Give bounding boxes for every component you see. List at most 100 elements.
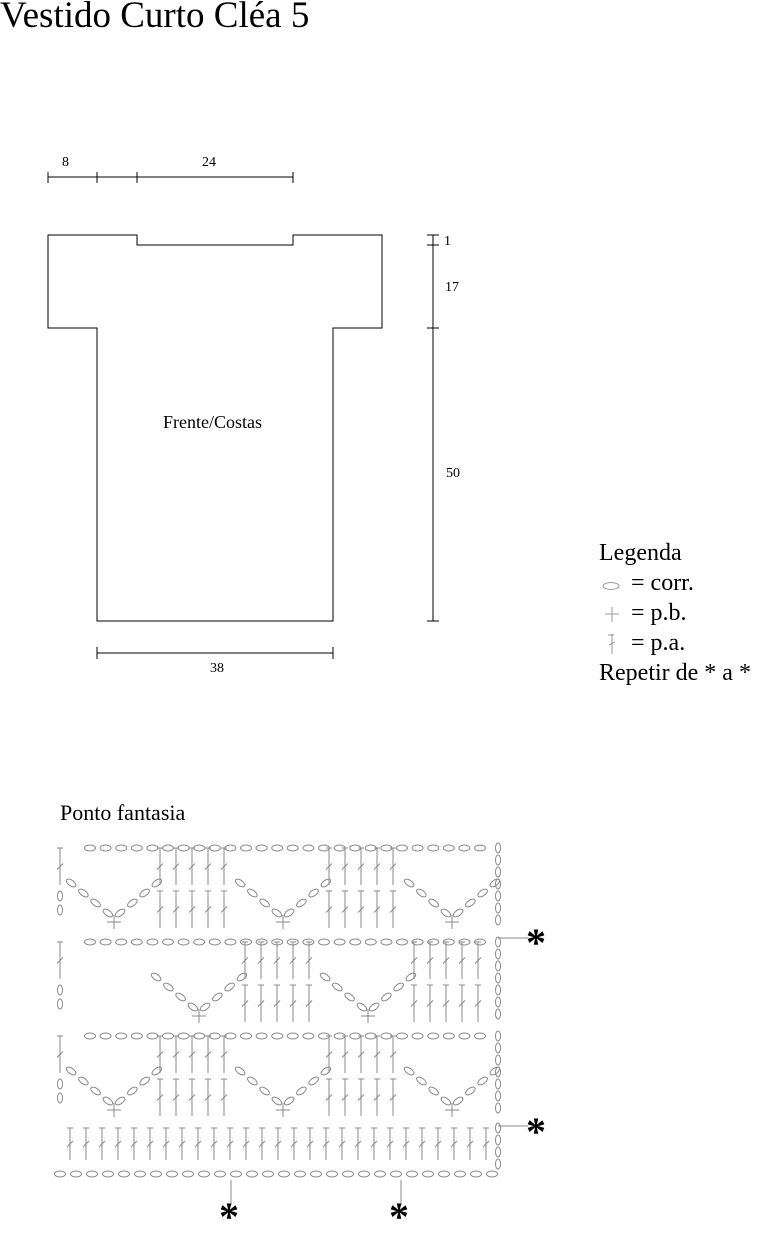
double-crochet-stitch	[386, 1127, 394, 1160]
double-crochet-stitch	[172, 1035, 180, 1073]
chain-stitch	[356, 1002, 368, 1012]
chain-stitch	[54, 1170, 66, 1178]
chain-stitch	[294, 1170, 306, 1178]
chain-stitch	[477, 1076, 488, 1086]
chain-stitch	[396, 844, 408, 852]
chain-stitch	[342, 1170, 354, 1178]
double-crochet-stitch	[188, 890, 196, 928]
chain-stitch	[130, 844, 143, 852]
double-crochet-stitch	[66, 1127, 74, 1160]
double-crochet-stitch	[341, 1078, 349, 1116]
chain-stitch	[390, 1170, 402, 1178]
chain-stitch	[57, 904, 63, 916]
chain-stitch	[393, 982, 404, 992]
chain-stitch	[440, 908, 452, 918]
chain-stitch	[302, 938, 315, 946]
chain-stitch	[271, 844, 284, 852]
double-crochet-stitch	[172, 847, 180, 885]
chain-stitch	[495, 936, 501, 948]
double-crochet-stitch	[458, 984, 466, 1022]
chain-stitch	[495, 1134, 501, 1146]
double-crochet-stitch	[373, 847, 381, 885]
double-crochet-stitch	[373, 1078, 381, 1116]
double-crochet-stitch	[220, 890, 228, 928]
chain-stitch	[236, 972, 248, 982]
double-crochet-stitch	[426, 984, 434, 1022]
chain-stitch	[118, 1170, 130, 1178]
chain-stitch	[255, 844, 268, 852]
chain-stitch	[495, 1054, 501, 1066]
chain-stitch	[381, 992, 392, 1002]
chain-stitch	[296, 1086, 307, 1096]
chain-stitch	[474, 1032, 486, 1040]
chain-stitch	[84, 938, 96, 946]
chain-stitch	[262, 1170, 274, 1178]
garment-schematic: 8 24 1 17 50 38 Frente/Costas	[47, 155, 460, 676]
double-crochet-stitch	[418, 1127, 426, 1160]
double-crochet-stitch	[56, 941, 64, 979]
chain-stitch	[495, 996, 501, 1008]
double-crochet-stitch	[204, 1078, 212, 1116]
chain-stitch	[90, 1086, 101, 1096]
chain-stitch	[115, 844, 128, 852]
double-crochet-stitch	[204, 890, 212, 928]
dim-neck: 24	[202, 155, 216, 170]
chain-stitch	[380, 938, 393, 946]
double-crochet-stitch	[257, 941, 265, 979]
chain-stitch	[318, 938, 330, 946]
chain-stitch	[146, 1032, 159, 1040]
double-crochet-stitch	[389, 1035, 397, 1073]
double-crochet-stitch	[370, 1127, 378, 1160]
double-crochet-stitch	[474, 941, 482, 979]
repeat-marker-bottom-1: *	[219, 1194, 239, 1239]
chain-stitch-icon	[602, 582, 620, 590]
double-crochet-stitch	[274, 1127, 282, 1160]
chain-stitch	[114, 1096, 126, 1106]
chain-stitch	[442, 844, 455, 852]
chain-stitch	[296, 898, 307, 908]
chain-stitch	[495, 1158, 501, 1170]
chain-stitch	[247, 1076, 258, 1086]
chain-stitch	[162, 1032, 174, 1040]
double-crochet-stitch	[178, 1127, 186, 1160]
chain-stitch	[474, 938, 486, 946]
chain-stitch	[146, 844, 159, 852]
double-crochet-stitch	[258, 1127, 266, 1160]
chain-stitch	[193, 1032, 206, 1040]
chain-stitch	[214, 1170, 226, 1178]
chain-stitch	[495, 914, 501, 926]
chain-stitch	[474, 844, 486, 852]
double-crochet-stitch	[373, 1035, 381, 1073]
chain-stitch	[332, 982, 343, 992]
chain-stitch	[495, 960, 501, 972]
double-crochet-stitch	[389, 890, 397, 928]
double-crochet-stitch	[156, 890, 164, 928]
chain-stitch	[440, 1096, 452, 1106]
chain-stitch	[495, 902, 501, 914]
double-crochet-stitch	[402, 1127, 410, 1160]
dim-body: 50	[446, 466, 460, 481]
chain-stitch	[458, 1032, 471, 1040]
repeat-note: Repetir de * a *	[599, 660, 751, 686]
double-crochet-stitch	[220, 1078, 228, 1116]
chain-stitch	[422, 1170, 434, 1178]
chain-stitch	[78, 888, 89, 898]
double-crochet-stitch	[56, 1035, 64, 1073]
chain-stitch	[286, 1032, 299, 1040]
chain-stitch	[240, 1032, 252, 1040]
chain-stitch	[271, 1032, 284, 1040]
chain-stitch	[65, 1066, 77, 1076]
chain-stitch	[115, 1032, 128, 1040]
chain-stitch	[187, 1002, 199, 1012]
chain-stitch	[465, 898, 476, 908]
chain-stitch	[177, 844, 190, 852]
legend-item-chain: = corr.	[599, 568, 751, 598]
double-crochet-stitch	[354, 1127, 362, 1160]
repeat-marker-right-2: *	[526, 1109, 546, 1154]
chain-stitch	[477, 888, 488, 898]
chain-stitch	[458, 844, 471, 852]
chain-stitch	[99, 844, 112, 852]
chain-stitch	[199, 1002, 211, 1012]
chain-stitch	[224, 982, 235, 992]
chain-stitch	[259, 1086, 270, 1096]
